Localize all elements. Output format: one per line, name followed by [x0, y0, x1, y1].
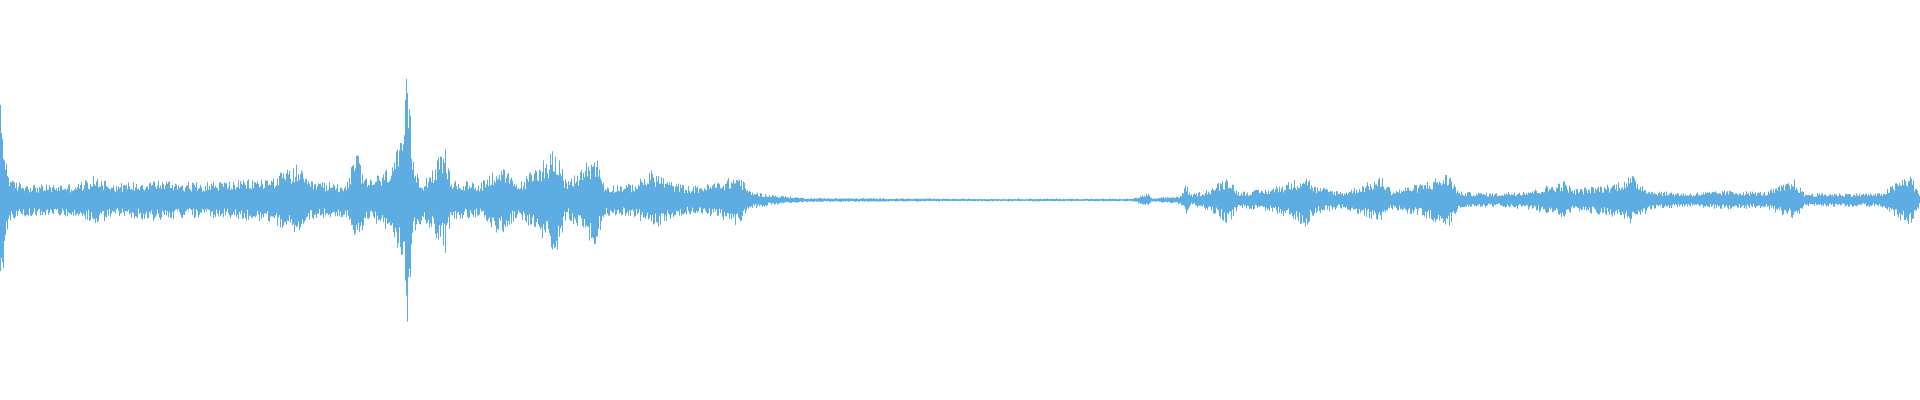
audio-waveform — [0, 78, 1920, 322]
audio-waveform-view — [0, 78, 1920, 322]
